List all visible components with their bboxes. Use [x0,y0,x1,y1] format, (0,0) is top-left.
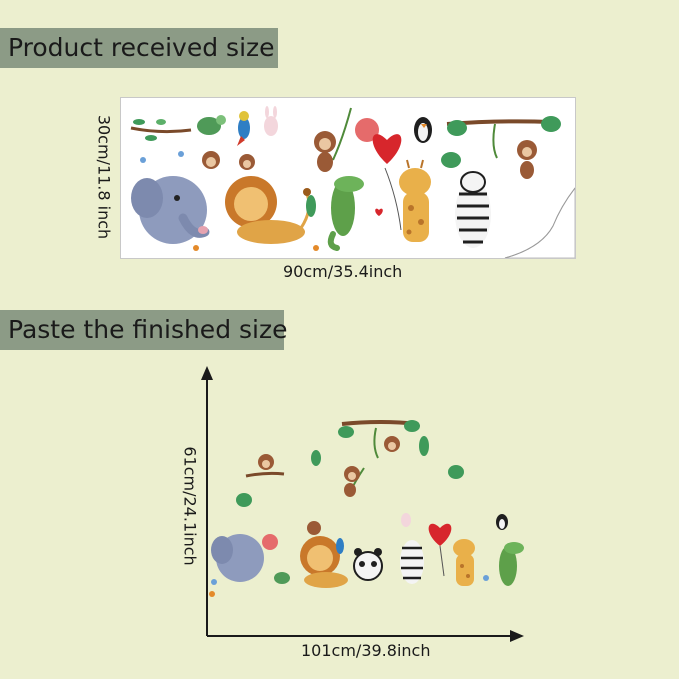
leaf-sticker-small [306,195,316,217]
monkey-sticker-small [202,151,255,170]
leaf-sticker-c [236,493,252,507]
leaf-sticker-b [448,465,464,479]
zebra-sticker-wall [400,540,424,584]
zebra-sticker [455,171,491,248]
received-size-banner: Product received size [0,28,278,68]
vertical-axis-arrow [201,366,213,380]
leaf-sticker-large [441,152,461,168]
giraffe-sticker [399,159,431,242]
received-width-label: 90cm/35.4inch [283,262,403,281]
finished-size-title: Paste the finished size [8,315,288,344]
horizontal-axis-arrow [510,630,524,642]
hanging-branch-sticker [338,420,429,459]
penguin-sticker [414,117,432,143]
turtle-sticker-wall [274,572,290,584]
flower-stickers-wall [209,575,489,597]
crocodile-sticker-wall [499,542,524,586]
sticker-sheet [120,97,576,259]
parrot-sticker [237,111,250,146]
elephant-sticker-wall [211,534,278,582]
lion-sticker [225,176,311,244]
branch-sticker-left [130,119,192,141]
monkey-on-branch-sticker [245,454,285,478]
lion-sticker-wall [300,521,348,588]
turtle-sticker [197,115,226,135]
elephant-sticker [131,176,210,244]
leaf-sticker-a [311,450,321,466]
heart-balloon-sticker-wall [428,523,452,577]
crocodile-sticker [327,176,364,251]
bunny-sticker-wall [401,513,411,527]
giraffe-sticker-wall [453,539,475,586]
monkey-sticker-swinging [314,107,352,172]
heart-balloon-sticker [372,134,402,231]
penguin-sticker-wall [496,514,508,530]
swinging-monkey-sticker [344,466,365,497]
finished-width-label: 101cm/39.8inch [301,641,431,660]
received-size-title: Product received size [8,33,275,62]
peeled-corner [504,187,575,258]
panda-sticker-wall [353,548,383,581]
branch-sticker-right [446,116,561,179]
finished-size-banner: Paste the finished size [0,310,288,350]
bunny-sticker [264,106,278,136]
ball-sticker [355,118,379,142]
parrot-sticker-wall [336,538,344,554]
sticker-sheet-artwork [130,106,575,258]
flower-stickers [140,151,319,251]
